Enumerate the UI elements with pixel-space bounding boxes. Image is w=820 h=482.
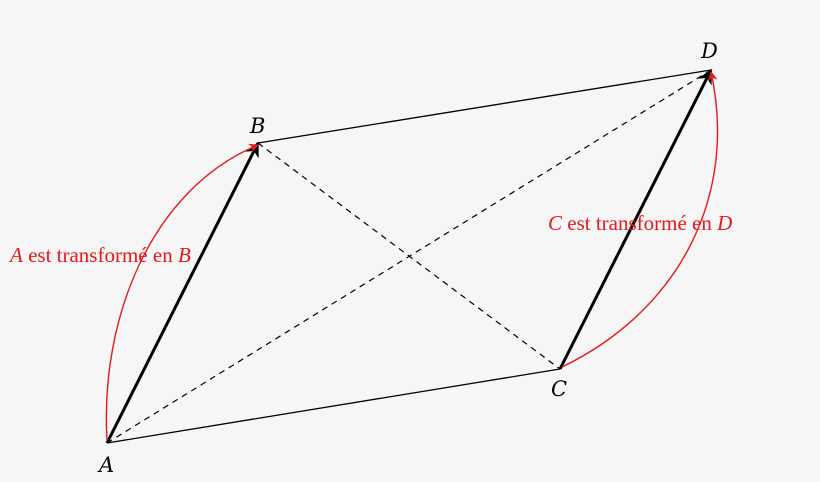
vector-a-to-b	[105, 141, 260, 444]
caption-right-var2: D	[716, 211, 732, 235]
caption-a-transformed-b: A est transformé en B	[8, 243, 191, 267]
segment-ac-side	[106, 368, 561, 444]
point-label-c: C	[551, 377, 567, 401]
caption-left-var2: B	[178, 243, 191, 267]
diagonal-bc	[257, 142, 561, 370]
segment-ab-side	[257, 69, 712, 144]
curve-a-to-b	[105, 143, 259, 441]
point-label-d: D	[700, 39, 718, 63]
caption-left-var1: A	[8, 243, 23, 267]
point-label-a: A	[97, 453, 114, 477]
caption-c-transformed-d: C est transformé en D	[548, 211, 732, 235]
caption-left-text: est transformé en	[23, 243, 178, 267]
curve-c-to-d	[561, 71, 719, 368]
caption-right-var1: C	[548, 211, 563, 235]
caption-right-text: est transformé en	[562, 211, 717, 235]
point-label-b: B	[249, 114, 265, 138]
vector-c-to-d	[558, 68, 713, 370]
